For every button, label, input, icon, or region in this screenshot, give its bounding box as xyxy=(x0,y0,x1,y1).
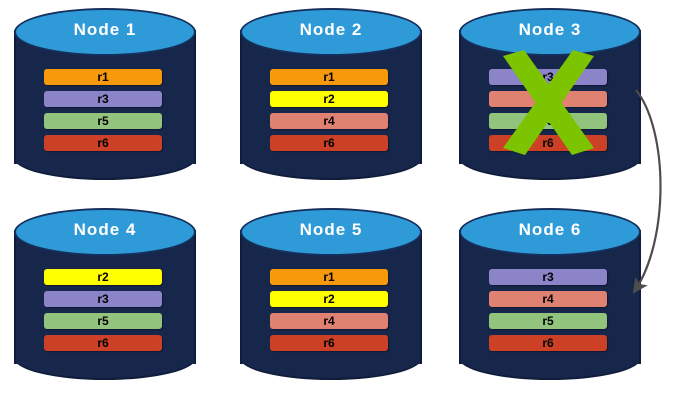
cylinder-top-disc xyxy=(240,208,422,256)
replica-list: r1 r2 r4 r6 xyxy=(270,69,388,151)
replica-list: r3 r4 r5 r6 xyxy=(489,269,607,351)
replica-bar[interactable]: r3 xyxy=(489,269,607,285)
cylinder-top-disc xyxy=(14,208,196,256)
replica-bar[interactable]: r4 xyxy=(270,113,388,129)
replica-bar[interactable]: r6 xyxy=(270,335,388,351)
replica-list: r1 r2 r4 r6 xyxy=(270,269,388,351)
replica-bar[interactable]: r5 xyxy=(44,113,162,129)
replica-bar[interactable]: r6 xyxy=(489,335,607,351)
replica-bar[interactable]: r2 xyxy=(270,91,388,107)
replica-bar[interactable]: r1 xyxy=(44,69,162,85)
replica-bar[interactable]: r5 xyxy=(489,313,607,329)
replica-bar[interactable]: r1 xyxy=(270,69,388,85)
cylinder-top-disc xyxy=(459,8,641,56)
replica-bar[interactable]: r6 xyxy=(44,135,162,151)
cylinder-top-disc xyxy=(459,208,641,256)
replica-bar[interactable]: r4 xyxy=(489,291,607,307)
replica-list: r2 r3 r5 r6 xyxy=(44,269,162,351)
replica-bar[interactable]: r6 xyxy=(489,135,607,151)
cylinder-top-disc xyxy=(240,8,422,56)
replica-bar[interactable]: r5 xyxy=(489,113,607,129)
replica-bar[interactable]: r1 xyxy=(270,269,388,285)
replica-list: r1 r3 r5 r6 xyxy=(44,69,162,151)
replica-bar[interactable]: r5 xyxy=(44,313,162,329)
replica-bar[interactable]: r4 xyxy=(489,91,607,107)
replica-bar[interactable]: r4 xyxy=(270,313,388,329)
replica-bar[interactable]: r2 xyxy=(44,269,162,285)
replica-bar[interactable]: r6 xyxy=(270,135,388,151)
replica-bar[interactable]: r6 xyxy=(44,335,162,351)
replica-bar[interactable]: r2 xyxy=(270,291,388,307)
replica-bar[interactable]: r3 xyxy=(44,291,162,307)
replica-bar[interactable]: r3 xyxy=(44,91,162,107)
replica-list: r3 r4 r5 r6 xyxy=(489,69,607,151)
replica-bar[interactable]: r3 xyxy=(489,69,607,85)
cylinder-top-disc xyxy=(14,8,196,56)
